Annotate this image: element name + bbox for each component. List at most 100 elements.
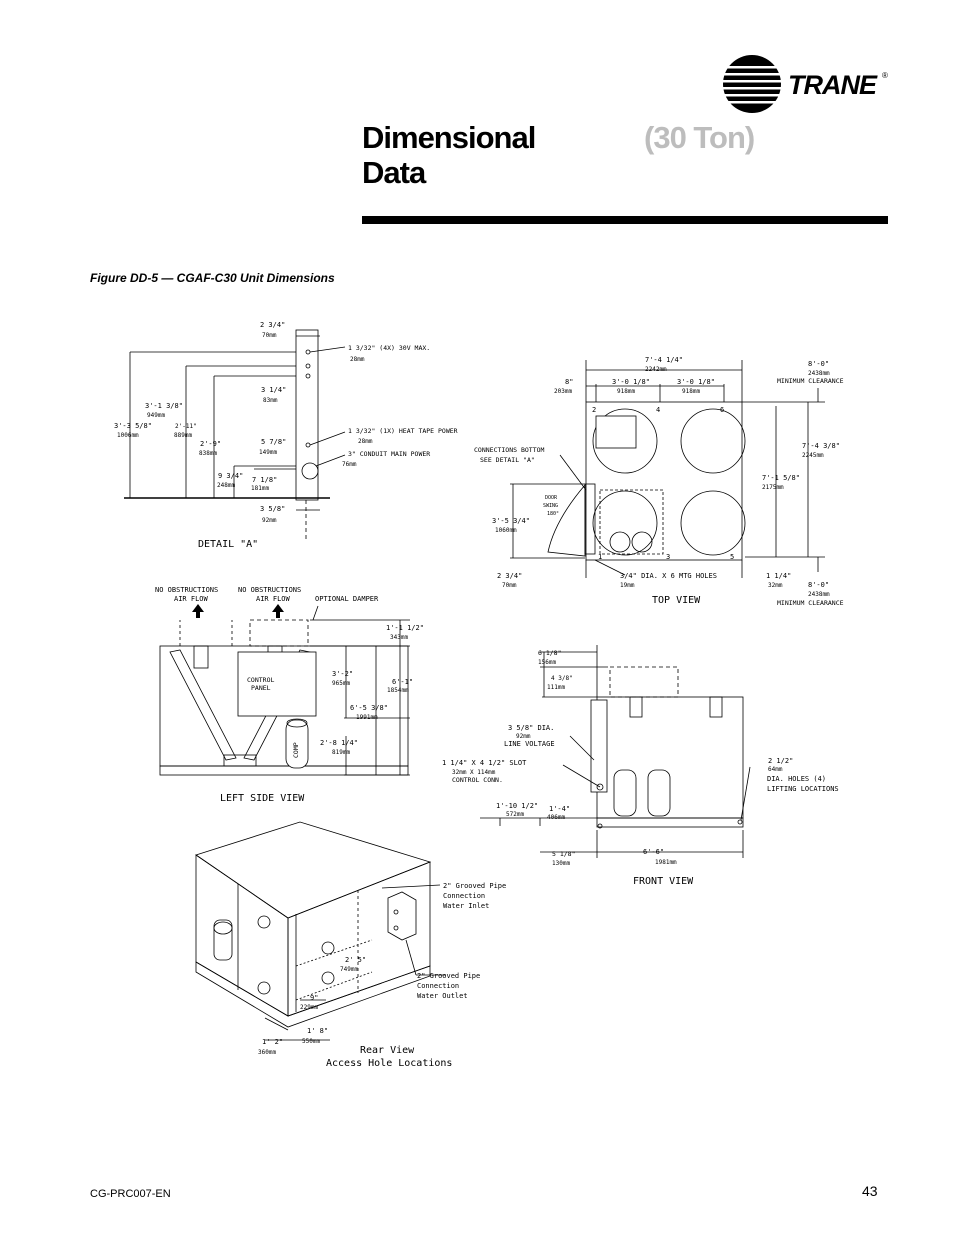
rear-view-outlet-2: Connection (417, 982, 459, 990)
detail-a-dim-13-mm: 92mm (262, 517, 277, 524)
top-view-door-3: 180° (547, 511, 559, 517)
rear-view-inlet-1: 2" Grooved Pipe (443, 882, 506, 890)
detail-a-panel (295, 329, 319, 501)
figure-caption: Figure DD-5 — CGAF-C30 Unit Dimensions (90, 271, 335, 285)
top-view-dim-4-mm: 918mm (682, 388, 700, 395)
page-title: Dimensional Data (362, 120, 536, 190)
left-side-view-title: LEFT SIDE VIEW (220, 793, 305, 804)
front-view-dim-1-mm: 156mm (538, 659, 556, 666)
front-view-line-voltage: LINE VOLTAGE (504, 740, 555, 748)
top-view-dim-1: 7'-4 1/4" (645, 356, 683, 364)
top-view-dim-9-mm: 70mm (502, 582, 517, 589)
top-view-dim-6-mm: 2245mm (802, 452, 824, 459)
detail-a-dim-10-mm: 76mm (342, 461, 357, 468)
rear-view-dim-2: 9" (310, 994, 318, 1002)
detail-a-dim-1: 2 3/4" (260, 321, 285, 329)
left-side-control-panel-2: PANEL (251, 684, 271, 692)
front-view-title: FRONT VIEW (633, 876, 694, 887)
front-view-dim-1: 6 1/8" (538, 649, 561, 657)
top-view-dim-3: 3'-0 1/8" (612, 378, 650, 386)
detail-a-dim-5-mm: 83mm (263, 397, 278, 404)
detail-a-dim-1-mm: 70mm (262, 332, 277, 339)
left-side-dim-4-mm: 1991mm (356, 714, 378, 721)
detail-a-dim-4-mm: 1006mm (117, 432, 139, 439)
left-side-no-obstructions-2: NO OBSTRUCTIONS (238, 586, 301, 594)
detail-a-dim-3-mm: 949mm (147, 412, 165, 419)
rear-view-dim-1-mm: 749mm (340, 966, 358, 973)
top-view-dim-10-mm: 19mm (620, 582, 635, 589)
detail-a: DETAIL "A" 2 3/4" 70mm 1 3/32" (4X) 30V … (114, 321, 458, 550)
front-view-slot: 1 1/4" X 4 1/2" SLOT (442, 759, 527, 767)
top-view-dim-7-mm: 2175mm (762, 484, 784, 491)
page-subtitle: (30 Ton) (644, 120, 755, 155)
rear-view-dim-3: 1' 8" (307, 1027, 328, 1035)
top-view-dim-10: 3/4" DIA. X 6 MTG HOLES (620, 572, 717, 580)
rear-view-dim-2-mm: 229mm (300, 1004, 318, 1011)
detail-a-dim-6: 2'-11" (175, 423, 197, 430)
front-view-dim-5-mm: 406mm (547, 814, 565, 821)
top-view-dim-8: 3'-5 3/4" (492, 517, 530, 525)
front-view-dim-4-mm: 572mm (506, 811, 524, 818)
top-view-clearance-top: MINIMUM CLEARANCE (777, 377, 844, 385)
front-view-dim-3-mm: 92mm (516, 733, 531, 740)
top-view-marker-3: 3 (666, 553, 670, 561)
detail-a-dim-2-mm: 28mm (350, 356, 365, 363)
top-view-dim-2: 8" (565, 378, 573, 386)
left-side-dim-5-mm: 819mm (332, 749, 350, 756)
detail-a-dim-5: 3 1/4" (261, 386, 286, 394)
left-side-control-panel-1: CONTROL (247, 676, 274, 684)
left-side-dim-3: 6'-1" (392, 678, 413, 686)
rear-view-right-face (287, 861, 431, 1017)
top-view-dim-2-mm: 203mm (554, 388, 572, 395)
detail-a-dim-11: 9 3/4" (218, 472, 243, 480)
top-view-dim-8-mm: 1060mm (495, 527, 517, 534)
detail-a-dim-10: 3" CONDUIT MAIN POWER (348, 450, 430, 458)
detail-a-dim-9-mm: 838mm (199, 450, 217, 457)
rear-view-inlet-2: Connection (443, 892, 485, 900)
rear-view-inlet-3: Water Inlet (443, 902, 489, 910)
detail-a-dim-8: 5 7/8" (261, 438, 286, 446)
front-view-lifting-1: DIA. HOLES (4) (767, 775, 826, 783)
front-view-dim-8-mm: 64mm (768, 766, 783, 773)
rear-view-dim-3-mm: 550mm (302, 1038, 320, 1045)
left-side-no-obstructions-1: NO OBSTRUCTIONS (155, 586, 218, 594)
left-side-dim-4: 6'-5 3/8" (350, 704, 388, 712)
detail-a-dim-8-mm: 149mm (259, 449, 277, 456)
front-view-lifting-2: LIFTING LOCATIONS (767, 785, 839, 793)
top-view-marker-2: 2 (592, 406, 596, 414)
top-view-dim-7: 7'-1 5/8" (762, 474, 800, 482)
front-view-dim-7-mm: 1981mm (655, 859, 677, 866)
left-side-dim-2-mm: 965mm (332, 680, 350, 687)
detail-a-dim-7: 1 3/32" (1X) HEAT TAPE POWER (348, 427, 458, 435)
left-side-comp: COMP (292, 742, 300, 758)
detail-a-dim-7-mm: 28mm (358, 438, 373, 445)
doc-number: CG-PRC007-EN (90, 1188, 171, 1200)
trane-logo-globe (722, 55, 782, 113)
top-view-marker-6: 6 (720, 406, 724, 414)
top-view-clearance-bottom: MINIMUM CLEARANCE (777, 599, 844, 607)
rear-view-dim-1: 2' 5" (345, 956, 366, 964)
top-view-dim-11: 1 1/4" (766, 572, 791, 580)
top-view-marker-4: 4 (656, 406, 660, 414)
top-view-dim-5-mm: 2438mm (808, 370, 830, 377)
detail-a-title: DETAIL "A" (198, 539, 258, 550)
detail-a-dim-12-mm: 181mm (251, 485, 269, 492)
left-side-air-flow-2: AIR FLOW (256, 595, 291, 603)
left-side-dim-1-mm: 343mm (390, 634, 408, 641)
top-view-dim-3-mm: 918mm (617, 388, 635, 395)
rear-view-title-1: Rear View (360, 1045, 415, 1056)
top-view-dim-12: 8'-0" (808, 581, 829, 589)
left-side-optional-damper: OPTIONAL DAMPER (315, 595, 379, 603)
rear-view: 2" Grooved Pipe Connection Water Inlet 2… (195, 821, 506, 1069)
top-view-connections-1: CONNECTIONS BOTTOM (474, 446, 545, 454)
detail-a-dim-13: 3 5/8" (260, 505, 285, 513)
detail-a-dim-3: 3'-1 3/8" (145, 402, 183, 410)
header-rule (362, 216, 888, 224)
top-view-marker-1: 1 (598, 553, 602, 561)
page-title-line-1: Dimensional (362, 120, 536, 155)
top-view-door-1: DOOR (545, 495, 558, 501)
rear-view-outlet-1: 2" Grooved Pipe (417, 972, 480, 980)
trane-logo-reg-mark: ® (882, 71, 888, 80)
front-view-slot-mm: 32mm X 114mm (452, 769, 496, 776)
